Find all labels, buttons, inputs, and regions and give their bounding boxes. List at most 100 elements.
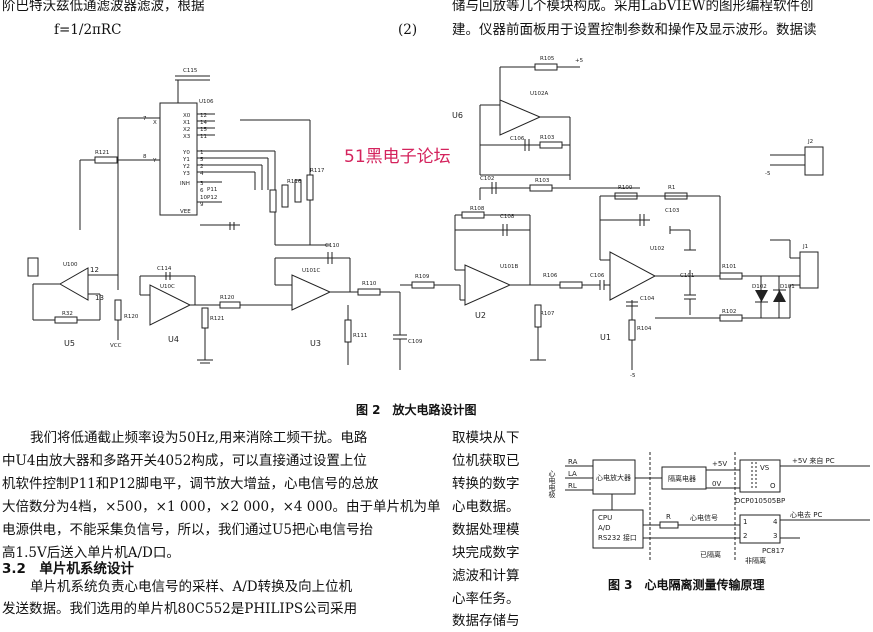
- label-r110: R110: [362, 281, 377, 287]
- label-vs: VS: [760, 464, 770, 472]
- label-ad: A/D: [598, 524, 611, 532]
- pin-num: 6: [200, 188, 204, 194]
- label-cpu: CPU: [598, 514, 612, 522]
- top-right-line-1: 储与回放等几个模块构成。采用LabVIEW的图形编程软件创: [452, 0, 814, 14]
- label-u4: U4: [168, 335, 179, 344]
- label-r102: R102: [722, 309, 736, 315]
- label-r105: R105: [540, 56, 555, 62]
- label-c106: C106: [510, 136, 525, 142]
- label-vo: O: [770, 482, 776, 490]
- top-left-line: 阶巴特沃兹低通滤波器滤波，根据: [2, 0, 205, 14]
- label-r109: R109: [415, 274, 430, 280]
- mid-line: 转换的数字: [452, 476, 520, 492]
- label-d101: D101: [780, 284, 795, 290]
- label-pin2: 2: [743, 532, 747, 540]
- label-pin3: 3: [773, 532, 777, 540]
- mid-line: 取模块从下: [452, 430, 520, 446]
- label-pc817: PC817: [762, 547, 784, 555]
- label-r111: R111: [353, 333, 367, 339]
- label-c106: C106: [590, 273, 605, 279]
- pin-num: 12: [200, 113, 207, 119]
- label-r: R: [666, 513, 671, 521]
- label-r101: R101: [722, 264, 736, 270]
- connector-j1: [799, 251, 819, 289]
- label-u5: U5: [64, 339, 75, 348]
- pin-num: 13: [95, 294, 104, 302]
- mid-line: 位机获取已: [452, 453, 520, 469]
- label-u2: U2: [475, 311, 486, 320]
- label-r1: R1: [668, 185, 675, 191]
- label-la: LA: [568, 470, 577, 478]
- pin-num: 14: [200, 120, 207, 126]
- mid-line: 块完成数字: [452, 545, 520, 561]
- label-r117: R117: [310, 168, 325, 174]
- label-neg: -5: [630, 373, 636, 379]
- equation-number: (2): [398, 22, 418, 38]
- pin-num: 11: [200, 134, 207, 140]
- pin-y: Y: [152, 158, 157, 164]
- pin-x2: X2: [183, 127, 190, 133]
- mid-line: 心率任务。: [452, 591, 520, 607]
- label-ecg-amplifier: 心电放大器: [596, 473, 631, 482]
- pin-num: 1: [200, 150, 204, 156]
- figure-3-caption: 图 3 心电隔离测量传输原理: [608, 578, 765, 592]
- label-r107: R107: [540, 311, 555, 317]
- pin-num: 8: [143, 154, 147, 160]
- label-r120: R120: [124, 314, 139, 320]
- label-ecg-electrode: 心电电极: [548, 470, 556, 499]
- label-ra: RA: [568, 458, 578, 466]
- label-rs232: RS232 接口: [598, 533, 637, 542]
- label-non-isolated: 非隔离: [745, 556, 766, 565]
- pin-x: X: [153, 120, 157, 126]
- label-u1: U1: [600, 333, 611, 342]
- chip-u106: [159, 102, 198, 216]
- label-dcp: DCP010505BP: [735, 497, 785, 505]
- label-j1: J1: [802, 244, 808, 250]
- label-r104: R104: [637, 326, 652, 332]
- pin-x0: X0: [183, 113, 191, 119]
- label-u102a: U102A: [530, 91, 549, 97]
- label-u3: U3: [310, 339, 321, 348]
- label-c114: C114: [157, 266, 172, 272]
- mid-line: 数据存储与: [452, 613, 520, 629]
- top-right-line-2: 建。仪器前面板用于设置控制参数和操作及显示波形。数据读: [452, 22, 817, 38]
- label-c101: C101: [680, 273, 694, 279]
- label-pin1: 1: [743, 518, 747, 526]
- watermark: 51黑电子论坛: [344, 147, 451, 167]
- label-isolated: 已隔离: [700, 550, 721, 559]
- label-r120b: R120: [220, 295, 235, 301]
- pin-x3: X3: [183, 134, 191, 140]
- body-line: 电源供电，不能采集负信号，所以，我们通过U5把心电信号抬: [2, 522, 373, 538]
- label-c115: C115: [183, 68, 198, 74]
- pin-vee: VEE: [180, 209, 191, 215]
- label-pos: +5: [575, 58, 584, 64]
- opamp-u2: [464, 264, 512, 306]
- pin-num: 7: [143, 116, 147, 122]
- label-to-pc: 心电去 PC: [790, 510, 822, 519]
- body-line: 大倍数分为4档，×500，×1 000，×2 000，×4 000。由于单片机为…: [2, 499, 441, 515]
- pin-num: 12: [90, 266, 99, 274]
- label-r32: R32: [62, 311, 73, 317]
- watermark-layer: 51黑电子论坛: [344, 147, 451, 167]
- pin-num: 9: [200, 202, 204, 208]
- label-r121b: R121: [210, 316, 224, 322]
- section-heading: 3.2 单片机系统设计: [2, 561, 134, 577]
- pin-inh: INH: [180, 181, 190, 187]
- pin-p12: P12: [207, 195, 217, 201]
- body-line: 我们将低通截止频率设为50Hz,用来消除工频干扰。电路: [30, 430, 368, 446]
- label-r108: R108: [470, 206, 485, 212]
- optocoupler-pc817: [739, 514, 781, 544]
- pin-x1: X1: [183, 120, 190, 126]
- label-r103: R103: [535, 178, 550, 184]
- label-c103: C103: [665, 208, 680, 214]
- pin-y3: Y3: [182, 171, 190, 177]
- label-r100: R100: [618, 185, 633, 191]
- label-j2: J2: [807, 139, 813, 145]
- connector-j2: [804, 146, 824, 176]
- opamp-u6: [499, 99, 542, 136]
- label-neg: -5: [765, 171, 771, 177]
- label-r116: R116: [287, 179, 302, 185]
- ecg-amplifier-box: [592, 459, 636, 495]
- opamp-u1: [609, 251, 657, 301]
- label-from-pc: +5V 来自 PC: [792, 456, 835, 465]
